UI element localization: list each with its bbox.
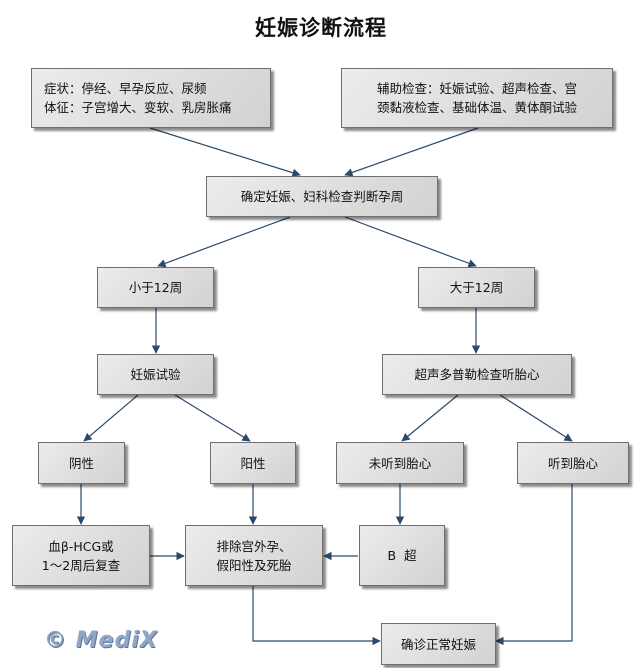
negative-box: 阴性 <box>38 442 125 484</box>
hcg-recheck-line-1: 血β-HCG或 <box>48 538 114 554</box>
arrow-test-to-positive <box>174 394 251 442</box>
arrow-heartbeat-to-normal <box>495 484 573 646</box>
exclude-box: 排除宫外孕、 假阳性及死胎 <box>185 525 323 586</box>
confirm-pregnancy-box: 确定妊娠、妇科检查判断孕周 <box>206 176 438 217</box>
arrow-test-to-negative <box>83 394 139 442</box>
arrow-doppler-to-noheartbeat <box>401 394 459 442</box>
arrow-confirm-to-more12 <box>344 216 477 268</box>
less-than-12-weeks-box: 小于12周 <box>97 267 214 308</box>
arrow-confirm-to-less12 <box>157 216 291 268</box>
signs-line: 体征：子宫增大、变软、乳房胀痛 <box>44 100 232 115</box>
positive-box: 阳性 <box>210 442 296 484</box>
ultrasound-doppler-box: 超声多普勒检查听胎心 <box>382 354 572 395</box>
exclude-line-2: 假阳性及死胎 <box>216 557 292 573</box>
arrow-aux-to-confirm <box>344 127 479 177</box>
no-heartbeat-box: 未听到胎心 <box>336 442 464 484</box>
aux-exam-box: 辅助检查：妊娠试验、超声检查、宫 颈黏液检查、基础体温、黄体酮试验 <box>341 68 613 128</box>
hcg-recheck-line-2: 1～2周后复查 <box>41 557 121 573</box>
arrow-symptoms-to-confirm <box>149 127 301 177</box>
arrow-doppler-to-heartbeat <box>499 394 573 442</box>
hcg-recheck-box: 血β-HCG或 1～2周后复查 <box>12 525 150 586</box>
b-ultrasound-box: B 超 <box>359 525 445 586</box>
exclude-line-1: 排除宫外孕、 <box>216 538 292 554</box>
aux-exam-line-1: 辅助检查：妊娠试验、超声检查、宫 <box>376 81 577 96</box>
arrow-exclude-to-normal <box>252 586 381 646</box>
confirm-normal-box: 确诊正常妊娠 <box>381 623 496 665</box>
symptoms-box: 症状：停经、早孕反应、尿频 体征：子宫增大、变软、乳房胀痛 <box>31 68 271 128</box>
more-than-12-weeks-box: 大于12周 <box>418 267 535 308</box>
aux-exam-line-2: 颈黏液检查、基础体温、黄体酮试验 <box>376 100 577 115</box>
heartbeat-heard-box: 听到胎心 <box>517 442 629 484</box>
medix-watermark-logo: © MediX <box>44 628 158 653</box>
pregnancy-test-box: 妊娠试验 <box>97 354 214 395</box>
symptoms-line: 症状：停经、早孕反应、尿频 <box>44 81 207 96</box>
page-title: 妊娠诊断流程 <box>255 15 387 40</box>
